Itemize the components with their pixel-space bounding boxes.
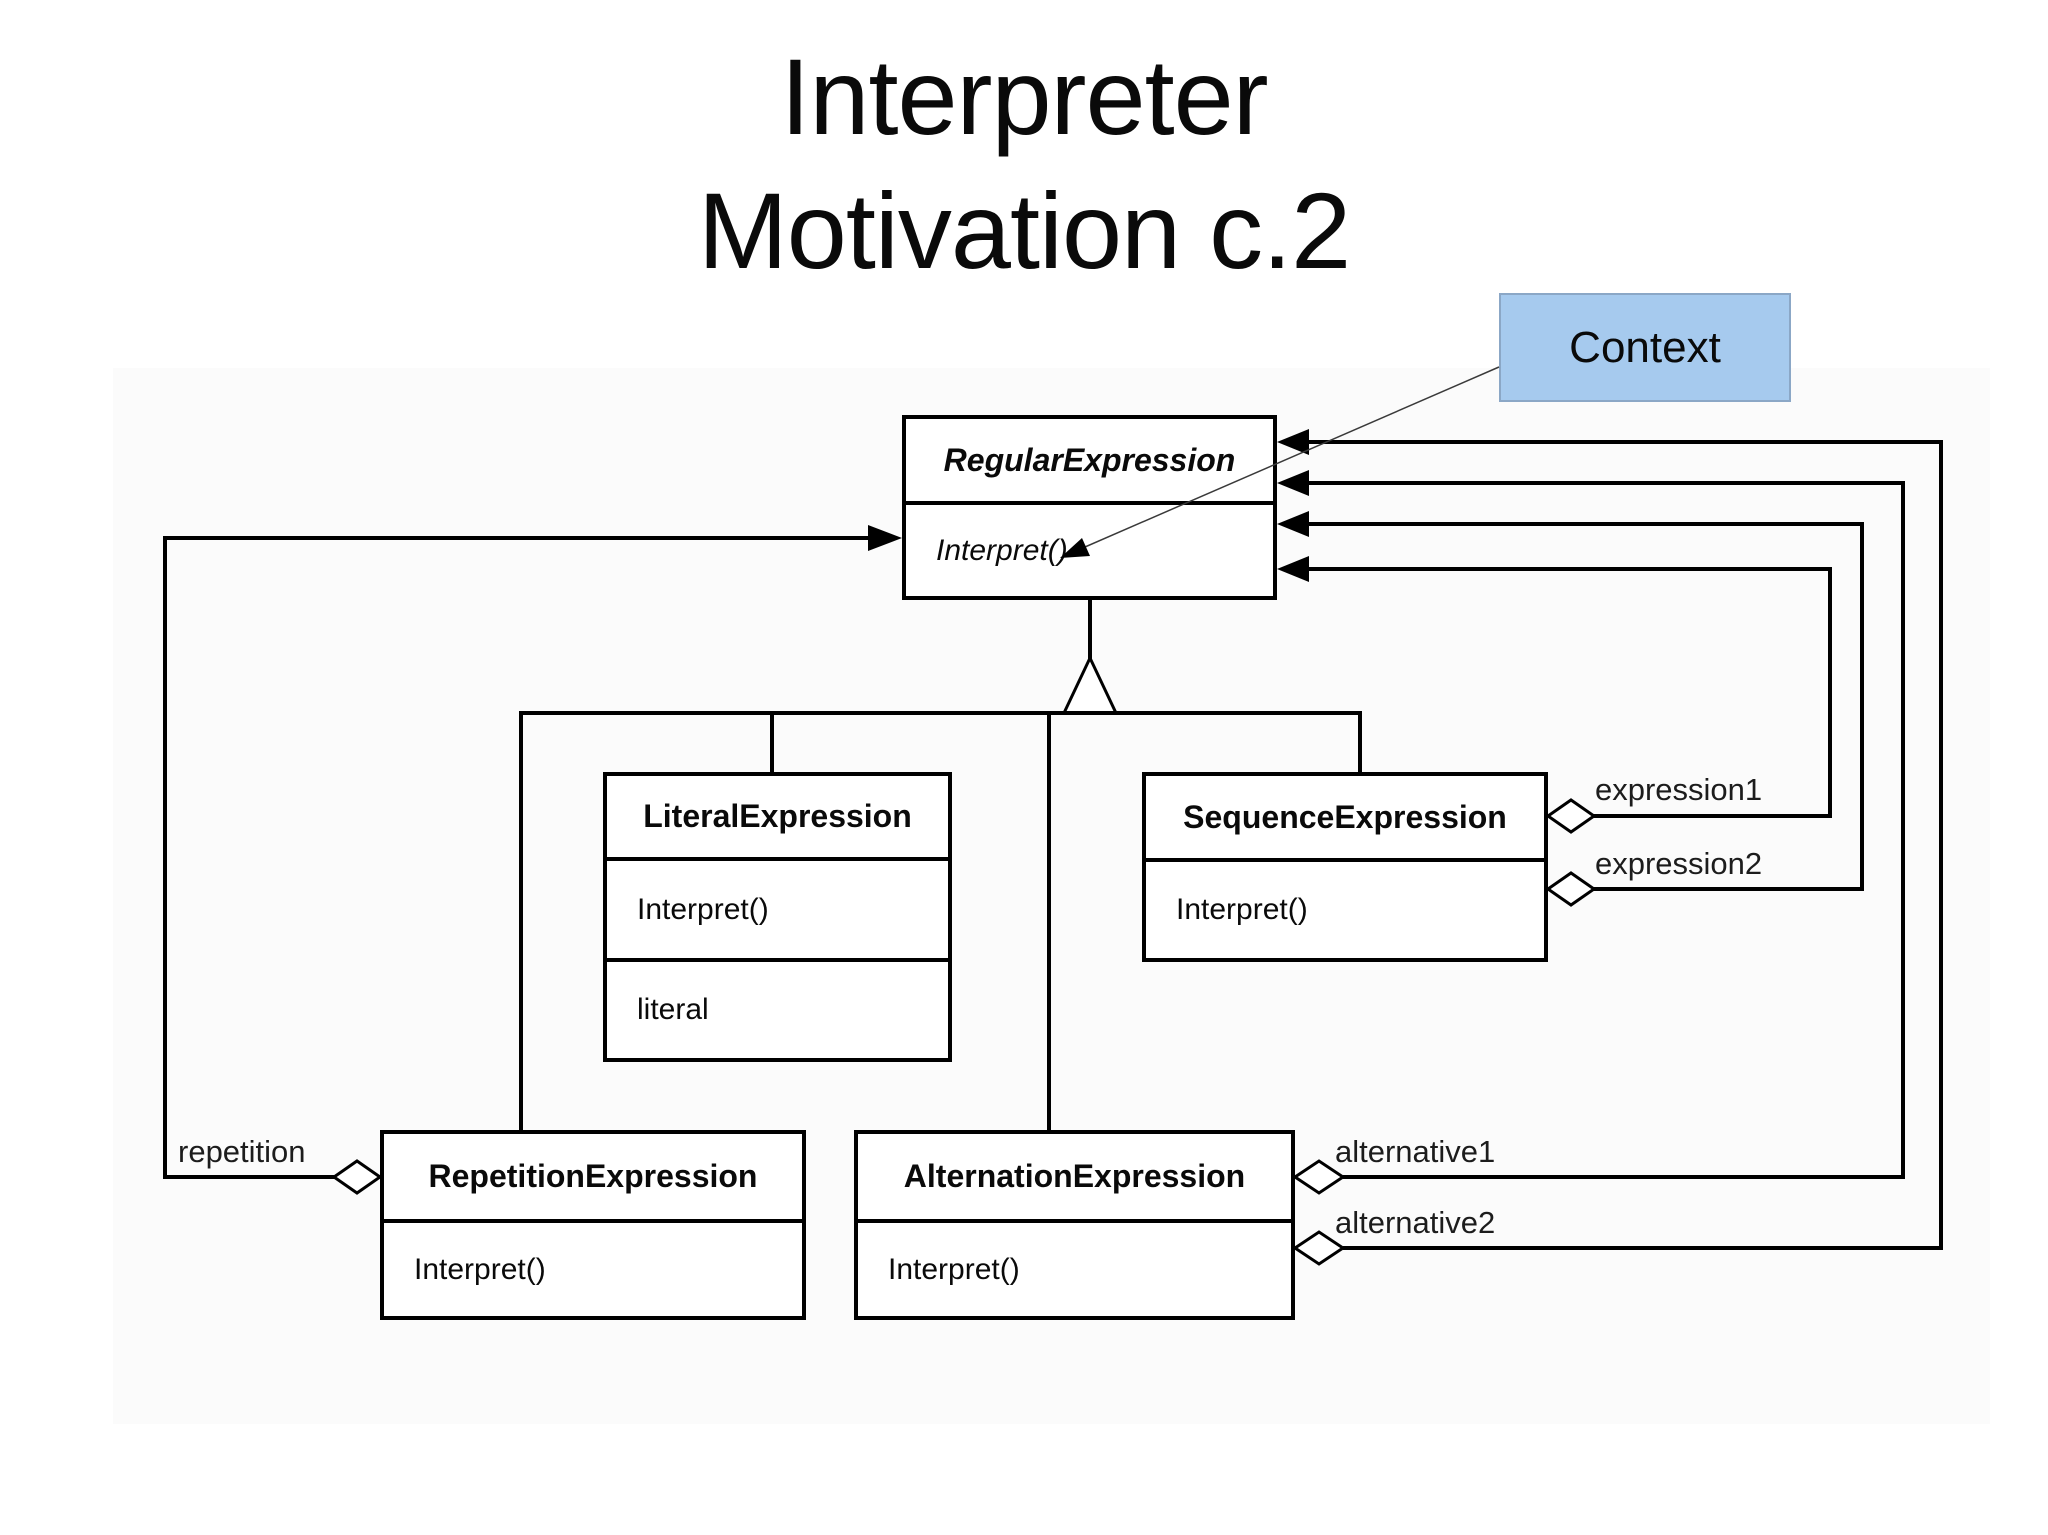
class-method: Interpret() (1176, 893, 1308, 926)
class-box-sequence-expression: SequenceExpression Interpret() (1142, 772, 1548, 962)
slide-title-line2: Motivation c.2 (697, 170, 1351, 291)
class-title: AlternationExpression (858, 1134, 1291, 1223)
inheritance-branch-line (519, 711, 1362, 1130)
aggregation-diamond-icon (331, 1159, 383, 1195)
aggregation-diamond-icon (1292, 1230, 1346, 1266)
class-box-literal-expression: LiteralExpression Interpret() literal (603, 772, 952, 1062)
label-expression1: expression1 (1595, 772, 1763, 807)
expression1-association-line (1307, 567, 1832, 818)
alternative1-association-line (1307, 481, 1905, 1179)
aggregation-diamond-icon (1545, 871, 1597, 907)
inheritance-triangle-icon (1061, 654, 1119, 715)
slide-title-line1: Interpreter (780, 36, 1268, 157)
arrowhead-icon (868, 525, 902, 551)
context-label: Context (1569, 322, 1721, 372)
class-box-alternation-expression: AlternationExpression Interpret() (854, 1130, 1295, 1320)
class-method: Interpret() (888, 1252, 1020, 1286)
class-box-regular-expression: RegularExpression Interpret() (902, 415, 1277, 600)
class-box-repetition-expression: RepetitionExpression Interpret() (380, 1130, 806, 1320)
class-method: Interpret() (607, 861, 948, 962)
repetition-association-line (163, 536, 872, 1179)
class-attribute: literal (637, 993, 709, 1026)
aggregation-diamond-icon (1292, 1159, 1346, 1195)
slide-title: Interpreter Motivation c.2 (0, 30, 2048, 298)
arrowhead-icon (1277, 511, 1309, 537)
context-note-box: Context (1499, 293, 1791, 402)
class-title: SequenceExpression (1146, 776, 1544, 862)
label-repetition: repetition (178, 1134, 306, 1169)
aggregation-diamond-icon (1545, 798, 1597, 834)
class-title: LiteralExpression (607, 776, 948, 861)
label-alternative1: alternative1 (1335, 1134, 1496, 1169)
label-expression2: expression2 (1595, 846, 1763, 881)
arrowhead-icon (1277, 556, 1309, 582)
class-method: Interpret() (414, 1252, 546, 1286)
arrowhead-icon (1277, 470, 1309, 496)
label-alternative2: alternative2 (1335, 1205, 1496, 1240)
class-method: Interpret() (936, 533, 1068, 567)
expression2-association-line (1307, 522, 1864, 891)
class-title: RegularExpression (906, 419, 1273, 505)
arrowhead-icon (1277, 429, 1309, 455)
class-title: RepetitionExpression (384, 1134, 802, 1223)
alternative2-association-line (1307, 440, 1943, 1250)
